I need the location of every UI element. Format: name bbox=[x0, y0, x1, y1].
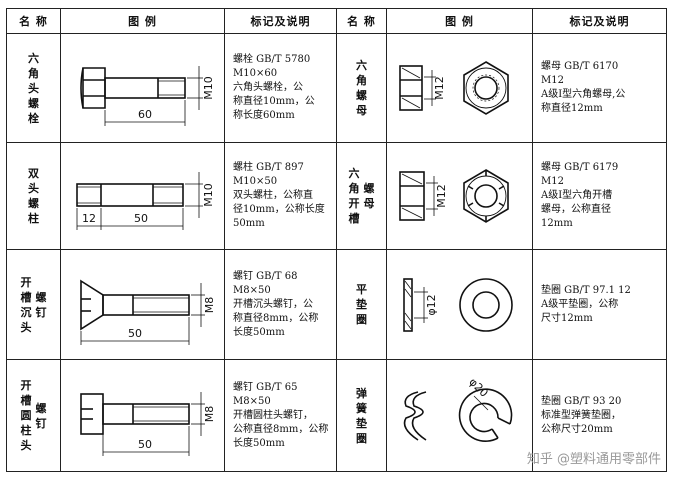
header-name: 名 称 bbox=[6, 8, 61, 34]
figure-flat-washer: φ12 bbox=[386, 249, 533, 360]
figure-slotted-hex-nut: M12 bbox=[386, 142, 533, 250]
table-row: 开槽圆柱头 螺钉 50 bbox=[6, 359, 667, 472]
figure-hex-nut: M12 bbox=[386, 33, 533, 143]
dim-length: 50 bbox=[134, 212, 148, 225]
dim-diameter: M12 bbox=[435, 184, 448, 208]
figure-cheese-head-screw: 50 M8 bbox=[60, 359, 225, 472]
dim-diameter: M8 bbox=[203, 405, 216, 422]
spring-washer-drawing: φ20 bbox=[403, 375, 512, 442]
name-hex-nut: 六角螺母 bbox=[336, 33, 387, 143]
name-hex-bolt: 六角头螺栓 bbox=[6, 33, 61, 143]
name-slotted-hex-nut: 六角开槽 螺母 bbox=[336, 142, 387, 250]
figure-double-end-stud: 12 50 M10 bbox=[60, 142, 225, 250]
dim-diameter: M10 bbox=[202, 76, 215, 100]
dim-diameter: M12 bbox=[433, 76, 446, 100]
cheese-head-screw-drawing: 50 M8 bbox=[79, 391, 216, 456]
header-name-2: 名 称 bbox=[336, 8, 387, 34]
dim-diameter: φ12 bbox=[425, 294, 438, 315]
dim-length: 60 bbox=[138, 108, 152, 121]
table-row: 六角头螺栓 60 bbox=[6, 33, 667, 143]
hex-bolt-drawing: 60 M10 bbox=[79, 66, 215, 126]
flat-washer-drawing: φ12 bbox=[402, 277, 513, 332]
hex-nut-drawing: M12 bbox=[398, 61, 509, 115]
dim-diameter: φ20 bbox=[466, 375, 490, 399]
header-row: 名 称 图 例 标记及说明 名 称 图 例 标记及说明 bbox=[6, 8, 667, 34]
figure-hex-bolt: 60 M10 bbox=[60, 33, 225, 143]
figure-spring-washer: φ20 bbox=[386, 359, 533, 472]
fastener-standards-table: 名 称 图 例 标记及说明 名 称 图 例 标记及说明 六角头螺栓 bbox=[6, 8, 667, 472]
header-figure-2: 图 例 bbox=[386, 8, 533, 34]
figure-countersunk-screw: 50 M8 bbox=[60, 249, 225, 360]
name-cheese-head-screw: 开槽圆柱头 螺钉 bbox=[6, 359, 61, 472]
header-desc-2: 标记及说明 bbox=[532, 8, 667, 34]
dim-diameter: M10 bbox=[202, 183, 215, 207]
dim-thread-length: 12 bbox=[82, 212, 96, 225]
slotted-nut-drawing: M12 bbox=[398, 169, 509, 223]
table-row: 开槽沉头 螺钉 50 bbox=[6, 249, 667, 360]
name-flat-washer: 平垫圈 bbox=[336, 249, 387, 360]
name-double-end-stud: 双头螺柱 bbox=[6, 142, 61, 250]
dim-diameter: M8 bbox=[203, 296, 216, 313]
dim-length: 50 bbox=[138, 438, 152, 451]
header-figure: 图 例 bbox=[60, 8, 225, 34]
dim-length: 50 bbox=[128, 327, 142, 340]
countersunk-screw-drawing: 50 M8 bbox=[79, 279, 216, 345]
watermark: 知乎 @塑料通用零部件 bbox=[526, 452, 661, 467]
name-countersunk-screw: 开槽沉头 螺钉 bbox=[6, 249, 61, 360]
name-spring-washer: 弹簧垫圈 bbox=[336, 359, 387, 472]
table-row: 双头螺柱 12 50 M10 bbox=[6, 142, 667, 250]
header-desc: 标记及说明 bbox=[224, 8, 337, 34]
stud-drawing: 12 50 M10 bbox=[75, 172, 215, 230]
